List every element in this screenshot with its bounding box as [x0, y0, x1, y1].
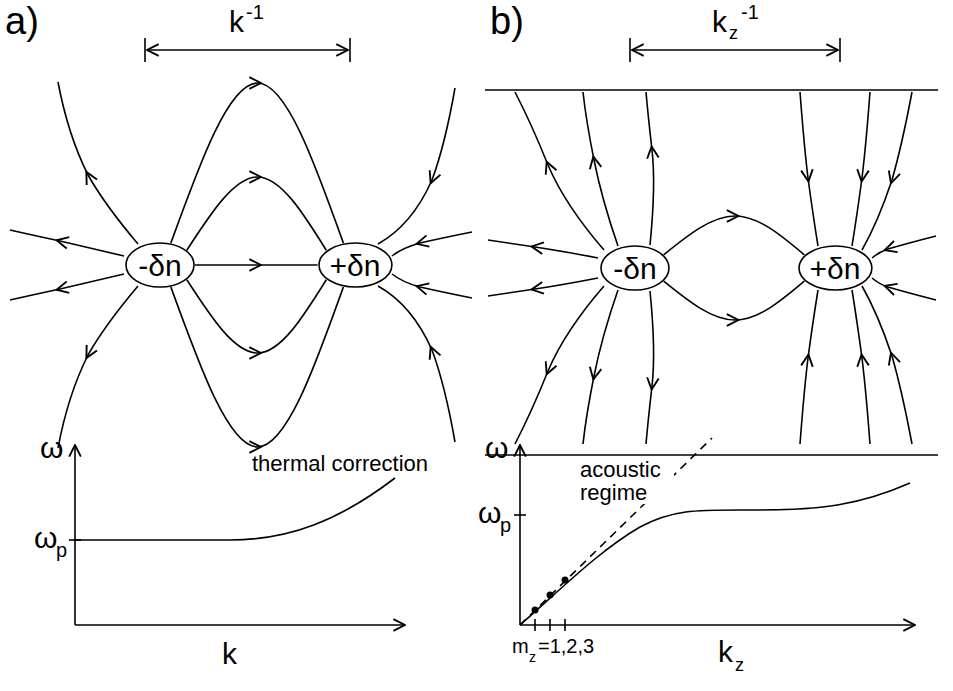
field-line [646, 291, 654, 444]
regime-note: acoustic regime [578, 458, 674, 504]
field-line [515, 92, 604, 250]
axis-label: k [718, 636, 733, 668]
dimension-tick [349, 38, 351, 62]
field-line [800, 92, 818, 246]
x-axis [75, 624, 405, 626]
acoustic-line [520, 438, 712, 625]
dispersion-curve [75, 478, 395, 540]
field-line [872, 236, 936, 258]
field-line [10, 274, 124, 300]
dimension-line [632, 49, 838, 51]
dimension-tick [144, 38, 146, 62]
superscript: -1 [741, 2, 759, 23]
field-line [378, 88, 455, 244]
subscript: z [735, 656, 744, 675]
charge-blob: +δn [798, 245, 873, 291]
dimension-label: k [712, 6, 727, 38]
axis-label: ω [485, 432, 508, 464]
mode-dot [562, 577, 569, 584]
field-line [195, 264, 318, 266]
charge-blob: -δn [125, 242, 195, 288]
subscript: p [56, 540, 67, 561]
axis-label: k [222, 638, 237, 670]
dimension-tick [839, 38, 841, 62]
charge-blob: +δn [318, 242, 393, 288]
curve-note: thermal correction [252, 452, 428, 475]
field-line [852, 290, 870, 444]
field-line [378, 286, 455, 442]
axis-tick-label: ω [34, 522, 57, 554]
mode-dot [547, 592, 554, 599]
field-line [392, 232, 472, 256]
boundary-plate [485, 89, 938, 91]
axis-label: ω [40, 432, 63, 464]
field-line [171, 83, 344, 243]
field-line [10, 230, 124, 256]
charge-label: -δn [138, 249, 181, 282]
axis-tick-label: ω [478, 497, 501, 529]
field-line [862, 92, 912, 250]
axis-tick [549, 619, 551, 631]
axis-tick [514, 514, 526, 516]
field-line [187, 177, 326, 250]
dispersion-curve [520, 483, 910, 625]
subscript: z [729, 24, 738, 43]
mode-label: =1,2,3 [538, 636, 594, 657]
field-line [171, 287, 344, 447]
field-line [583, 92, 618, 246]
superscript: -1 [246, 2, 264, 23]
field-line [58, 286, 138, 448]
field-line [852, 92, 870, 246]
axis-tick [564, 619, 566, 631]
field-line [664, 281, 805, 320]
field-line [58, 82, 138, 244]
charge-label: -δn [613, 252, 656, 285]
mode-label: m [512, 636, 529, 657]
field-line [488, 240, 598, 258]
y-axis [519, 445, 521, 625]
dimension-line [147, 49, 348, 51]
x-axis [520, 624, 915, 626]
charge-label: +δn [810, 252, 861, 285]
field-line [800, 290, 818, 444]
charge-blob: -δn [600, 245, 670, 291]
field-line [583, 290, 618, 444]
field-line [872, 278, 936, 300]
field-line [646, 92, 654, 245]
panel-letter: a) [5, 2, 39, 42]
y-axis [74, 445, 76, 625]
boundary-plate [485, 454, 938, 456]
subscript: z [529, 650, 536, 665]
dimension-tick [629, 38, 631, 62]
field-line [488, 278, 598, 296]
axis-tick [534, 619, 536, 631]
field-line [515, 286, 604, 444]
field-line [187, 280, 326, 353]
field-line [862, 286, 912, 444]
field-line [392, 274, 472, 298]
subscript: p [500, 515, 511, 536]
charge-label: +δn [330, 249, 381, 282]
dimension-label: k [229, 6, 244, 38]
field-line [664, 216, 805, 255]
mode-dot [532, 607, 539, 614]
panel-letter: b) [490, 2, 524, 42]
